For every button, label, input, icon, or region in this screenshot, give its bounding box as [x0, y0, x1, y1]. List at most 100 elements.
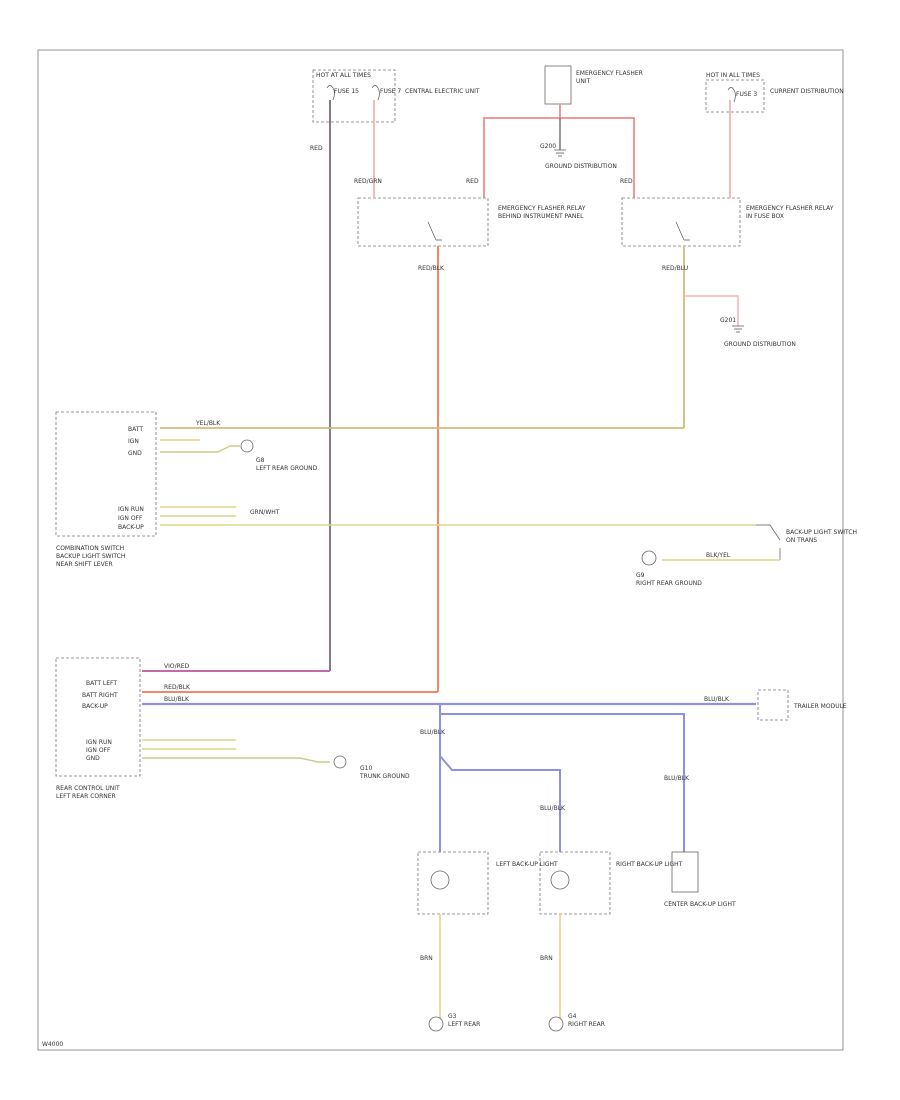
relay-left-contact — [427, 221, 442, 241]
wire-lamp-feed-right — [439, 755, 561, 852]
relay-right-box — [621, 197, 741, 247]
svg-text:G201: G201 — [720, 317, 736, 324]
svg-text:BATT: BATT — [128, 426, 143, 433]
wire-trailer-feed-label: BLU/BLK — [664, 775, 690, 782]
wire-magenta-label: VIO/RED — [164, 663, 190, 670]
backup-switch: BACK-UP LIGHT SWITCH ON TRANS — [756, 524, 857, 560]
wire-relay-right-out-label: RED/BLU — [662, 265, 688, 272]
svg-text:CENTER BACK-UP LIGHT: CENTER BACK-UP LIGHT — [664, 901, 736, 908]
wire-top-right-label: RED — [620, 178, 633, 185]
svg-text:G3: G3 — [448, 1013, 457, 1020]
relay-left-title: EMERGENCY FLASHER RELAY — [498, 205, 586, 212]
fuse-panel-title: HOT AT ALL TIMES — [316, 72, 371, 79]
wire-top-left-label: RED — [466, 178, 479, 185]
svg-text:GND: GND — [86, 755, 100, 762]
wire-combo-mid-label: GRN/WHT — [250, 509, 280, 516]
flasher-unit-note: UNIT — [576, 78, 591, 85]
combo-top-pins: BATT IGN GND — [128, 426, 143, 457]
wire-yellow-label: YEL/BLK — [195, 420, 221, 427]
right-panel-note: CURRENT DISTRIBUTION — [770, 88, 844, 95]
rear-ground: G10 TRUNK GROUND — [333, 755, 410, 780]
svg-text:G4: G4 — [568, 1013, 577, 1020]
wire-blue-label-right: BLU/BLK — [704, 696, 730, 703]
svg-text:LEFT BACK-UP LIGHT: LEFT BACK-UP LIGHT — [496, 861, 558, 868]
svg-text:IGN OFF: IGN OFF — [118, 515, 143, 522]
svg-text:GND: GND — [128, 450, 142, 457]
fuse-a-symbol — [326, 85, 335, 101]
svg-text:RIGHT REAR GROUND: RIGHT REAR GROUND — [636, 580, 702, 587]
combo-ground: G8 LEFT REAR GROUND — [240, 439, 318, 472]
svg-text:G10: G10 — [360, 765, 372, 772]
wire-relay-right-ground — [684, 295, 739, 326]
wire-right-lamp-gnd-label: BRN — [540, 955, 553, 962]
trailer-module-box — [757, 689, 789, 721]
wire-lamp-feed-left-label: BLU/BLK — [420, 729, 446, 736]
svg-text:BATT LEFT: BATT LEFT — [86, 680, 117, 687]
third-lamp: CENTER BACK-UP LIGHT — [664, 851, 736, 908]
svg-text:BACK-UP: BACK-UP — [118, 524, 144, 531]
relay-left-note: BEHIND INSTRUMENT PANEL — [498, 213, 584, 220]
svg-text:BATT RIGHT: BATT RIGHT — [82, 692, 118, 699]
relay-right-contact — [675, 221, 690, 241]
svg-text:G9: G9 — [636, 572, 645, 579]
fuse-b-label: FUSE 7 — [380, 88, 401, 95]
wire-lamp-feed-right-label: BLU/BLK — [540, 805, 566, 812]
diagram-frame — [37, 49, 844, 1051]
svg-text:G8: G8 — [256, 457, 265, 464]
wire-trailer-feed — [440, 713, 685, 852]
wire-backup-switch-label: BLK/YEL — [706, 552, 731, 559]
rear-mid-pins: IGN RUN IGN OFF GND — [86, 739, 112, 762]
svg-text:GROUND DISTRIBUTION: GROUND DISTRIBUTION — [545, 163, 617, 170]
combo-switch-title: COMBINATION SWITCH — [56, 545, 124, 552]
combo-switch-note2: NEAR SHIFT LEVER — [56, 561, 113, 568]
fuse-a-label: FUSE 15 — [334, 88, 359, 95]
svg-text:IGN RUN: IGN RUN — [86, 739, 112, 746]
right-panel-title: HOT IN ALL TIMES — [706, 72, 760, 79]
svg-text:LEFT REAR GROUND: LEFT REAR GROUND — [256, 465, 318, 472]
fuse-panel-box — [312, 69, 396, 123]
svg-text:TRUNK GROUND: TRUNK GROUND — [359, 773, 410, 780]
wire-blue-label: BLU/BLK — [164, 696, 190, 703]
ground-right: G201 GROUND DISTRIBUTION — [720, 317, 796, 348]
svg-text:GROUND DISTRIBUTION: GROUND DISTRIBUTION — [724, 341, 796, 348]
svg-text:IGN OFF: IGN OFF — [86, 747, 111, 754]
combo-mid-pins: IGN RUN IGN OFF BACK-UP — [118, 506, 144, 531]
svg-text:RIGHT BACK-UP LIGHT: RIGHT BACK-UP LIGHT — [616, 861, 683, 868]
right-ground: G4 RIGHT REAR — [548, 1013, 605, 1032]
combo-switch-box — [55, 411, 157, 537]
svg-text:G200: G200 — [540, 143, 556, 150]
fuse-panel-note: CENTRAL ELECTRIC UNIT — [405, 88, 480, 95]
backup-ground: G9 RIGHT REAR GROUND — [636, 550, 702, 587]
svg-text:LEFT REAR: LEFT REAR — [448, 1021, 480, 1028]
rear-control-title: REAR CONTROL UNIT — [56, 785, 120, 792]
relay-left-box — [357, 197, 489, 247]
right-fuse-symbol — [727, 87, 736, 103]
relay-right-title: EMERGENCY FLASHER RELAY — [746, 205, 834, 212]
wire-fuse-a-label: RED — [310, 145, 323, 152]
rear-control-box — [55, 657, 141, 777]
wire-combo-ground — [160, 445, 240, 453]
combo-switch-note1: BACKUP LIGHT SWITCH — [56, 553, 125, 560]
right-lamp: RIGHT BACK-UP LIGHT — [539, 851, 683, 915]
wire-relay-left-out-label: RED/BLK — [418, 265, 445, 272]
flasher-unit-box — [544, 65, 572, 105]
svg-text:IGN: IGN — [128, 438, 139, 445]
left-ground: G3 LEFT REAR — [428, 1013, 480, 1032]
wire-fuse-b-label: RED/GRN — [354, 178, 382, 185]
svg-text:RIGHT REAR: RIGHT REAR — [568, 1021, 605, 1028]
ground-top: G200 GROUND DISTRIBUTION — [540, 143, 617, 170]
wire-flasher-right — [560, 117, 635, 198]
svg-text:BACK-UP LIGHT SWITCH: BACK-UP LIGHT SWITCH — [786, 529, 857, 536]
rear-control-note: LEFT REAR CORNER — [56, 793, 116, 800]
footer-code: W4000 — [42, 1041, 63, 1048]
left-lamp: LEFT BACK-UP LIGHT — [417, 851, 558, 915]
relay-right-note: IN FUSE BOX — [746, 213, 784, 220]
wire-left-lamp-gnd-label: BRN — [420, 955, 433, 962]
wire-rear-ground — [142, 757, 330, 763]
svg-text:ON TRANS: ON TRANS — [786, 537, 817, 544]
svg-text:IGN RUN: IGN RUN — [118, 506, 144, 513]
trailer-module-title: TRAILER MODULE — [793, 703, 847, 710]
fuse-b-symbol — [371, 85, 380, 101]
flasher-unit-title: EMERGENCY FLASHER — [576, 70, 643, 77]
